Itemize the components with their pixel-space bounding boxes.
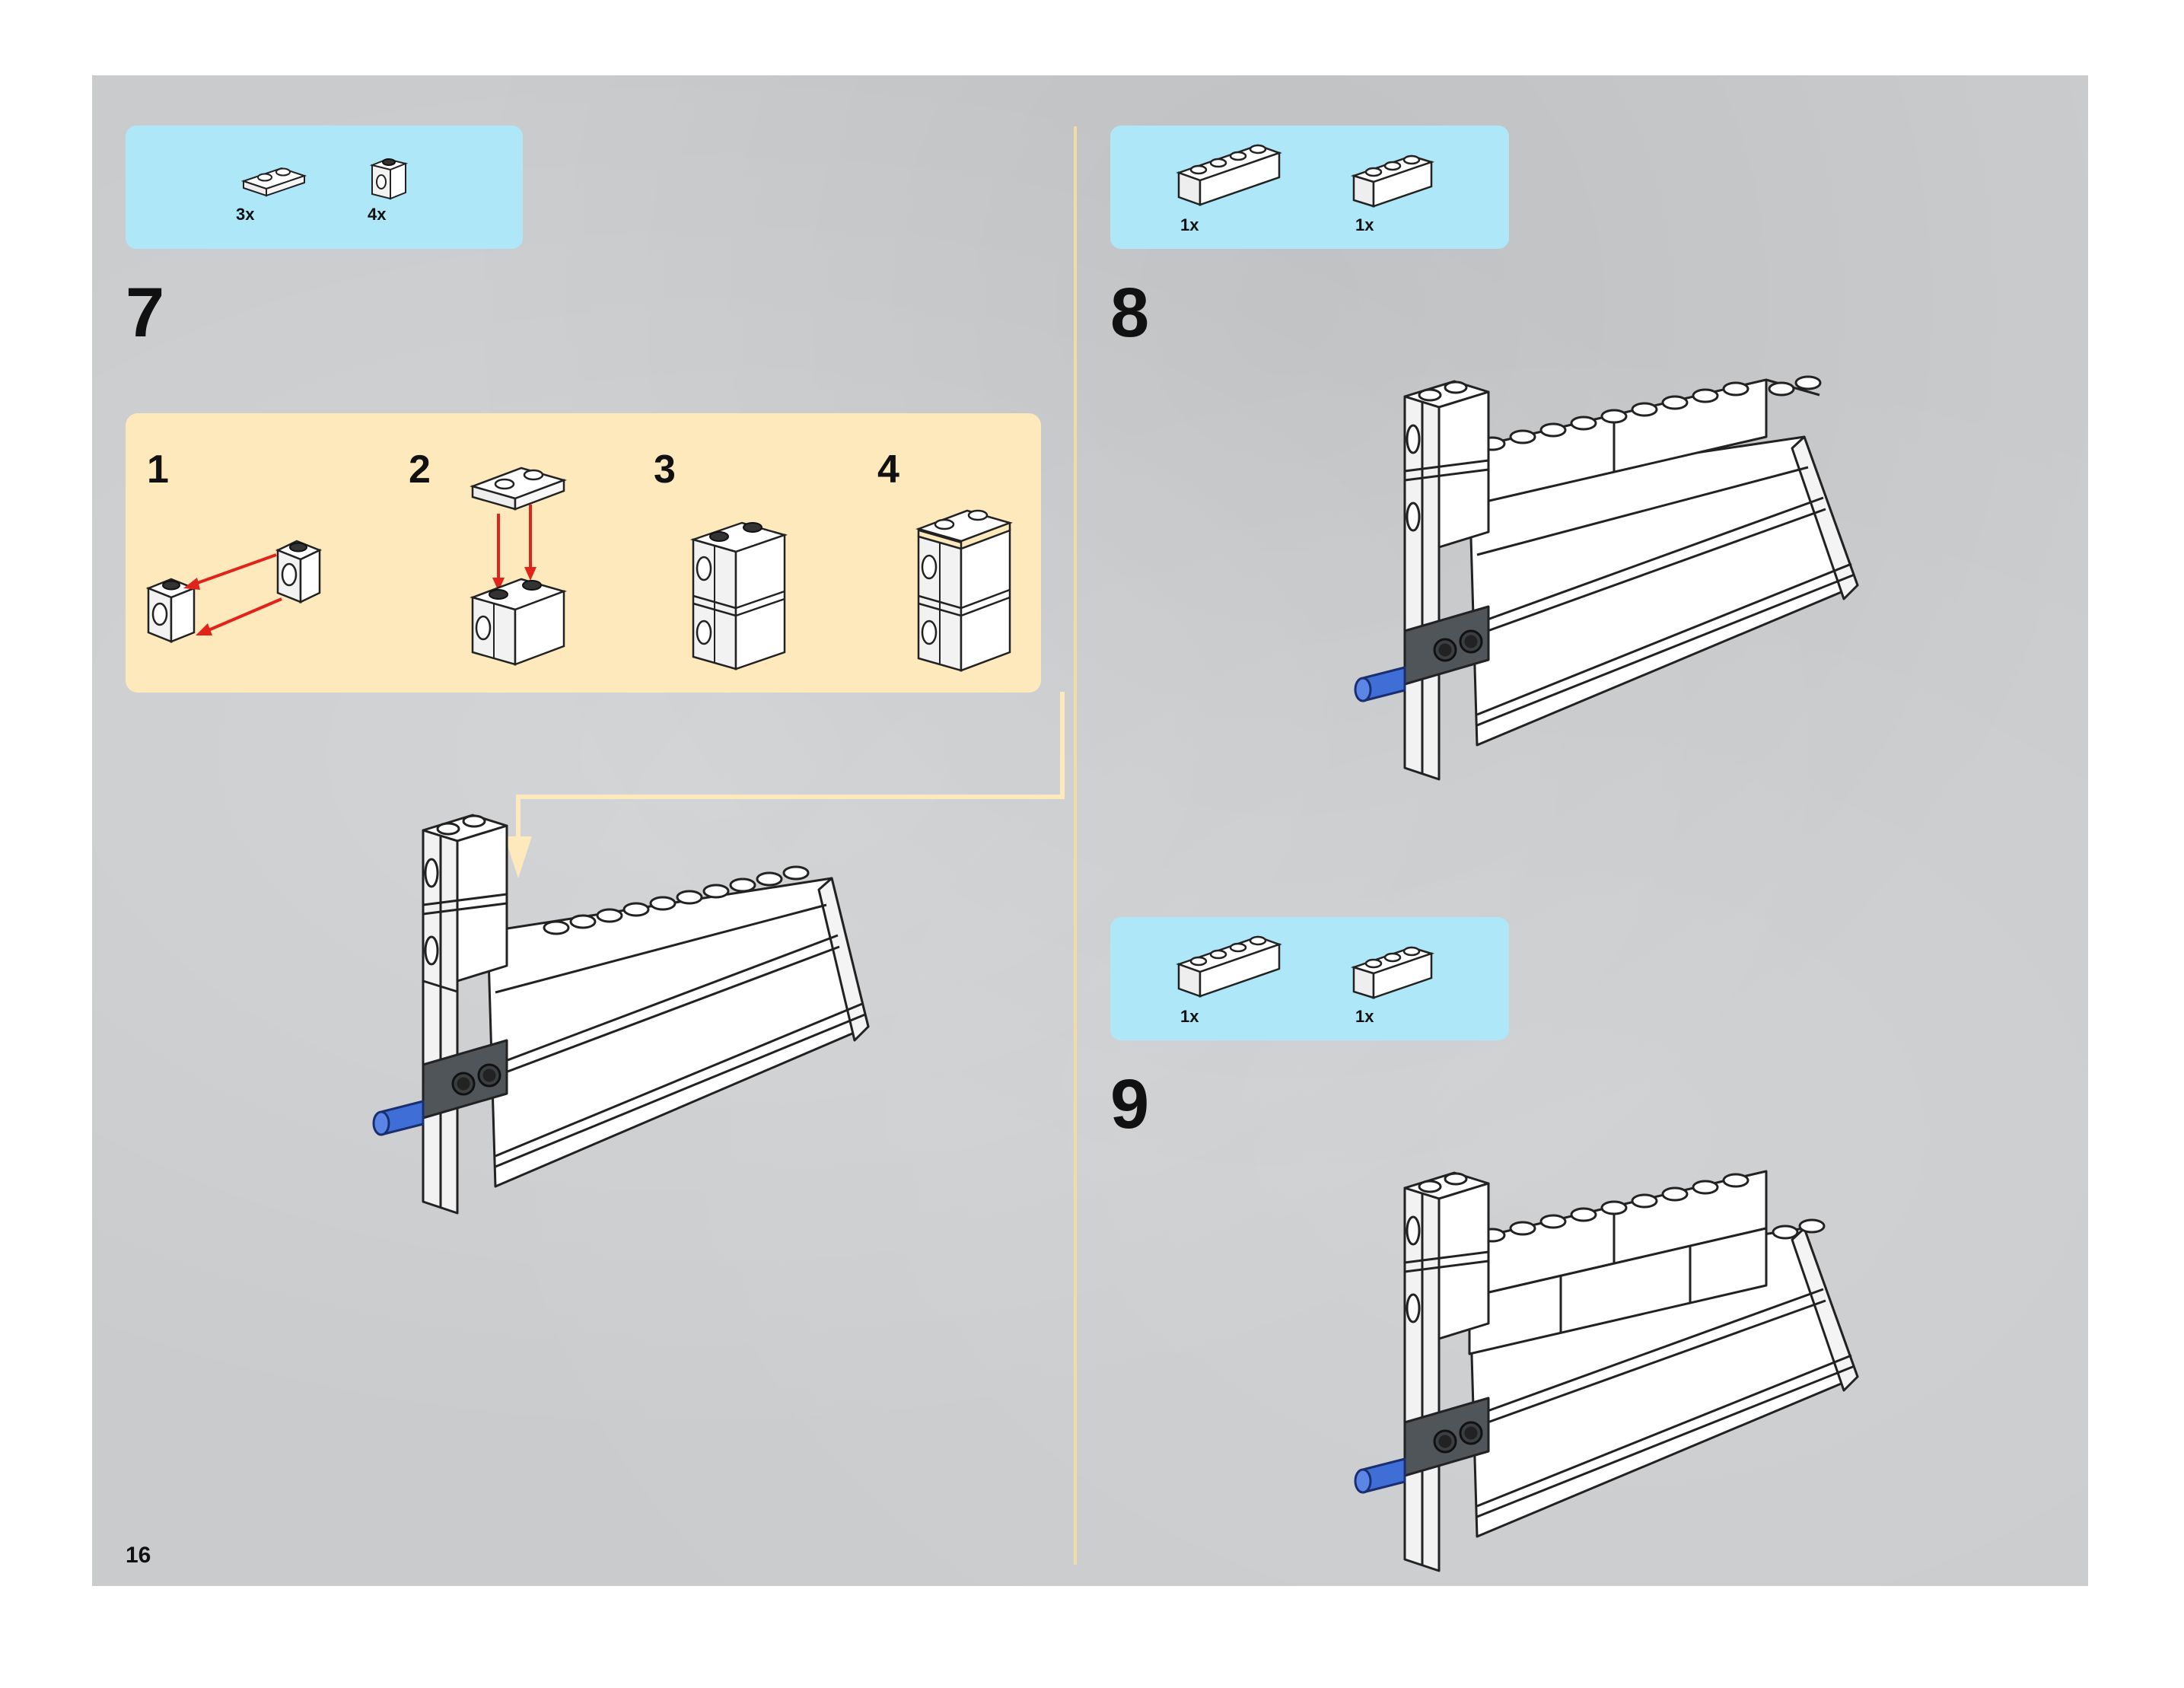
- substep-number: 4: [877, 447, 899, 492]
- plate-1x2-above: [470, 467, 567, 511]
- parts-callout-step7: 3x 4x: [126, 126, 523, 249]
- substep-box: 1 2 3 4: [126, 413, 1041, 693]
- blue-pin: [372, 1100, 425, 1136]
- step-number-8: 8: [1110, 274, 1150, 352]
- substep-number: 2: [409, 447, 431, 492]
- step-number-9: 9: [1110, 1065, 1150, 1143]
- part-qty: 1x: [1355, 1007, 1374, 1026]
- step-number-7: 7: [126, 274, 165, 352]
- brick-1x3-icon: [1350, 946, 1435, 999]
- part-qty: 4x: [368, 205, 387, 224]
- brick-1x4-icon: [1176, 935, 1282, 998]
- brick-with-hole-right: [275, 540, 323, 604]
- step7-assembly: [372, 814, 870, 1215]
- brick-with-hole-icon: [369, 158, 409, 200]
- substep4-illustration: [915, 509, 1013, 672]
- page-number: 16: [126, 1543, 151, 1568]
- substep3-illustration: [689, 521, 788, 670]
- substep-number: 1: [147, 447, 169, 492]
- substep-number: 3: [654, 447, 676, 492]
- part-qty: 1x: [1180, 215, 1199, 234]
- brick-with-hole-left: [145, 578, 197, 643]
- parts-callout-step9: 1x 1x: [1110, 917, 1509, 1040]
- parts-callout-step8: 1x 1x: [1110, 126, 1509, 249]
- substep1-illustration: [145, 540, 323, 643]
- part-qty: 1x: [1355, 215, 1374, 234]
- brick-1x3-icon: [1350, 154, 1435, 208]
- part-qty: 1x: [1180, 1007, 1199, 1026]
- instruction-page: 3x 4x 7 1 2 3 4: [92, 75, 2088, 1586]
- column-divider: [1074, 126, 1077, 1565]
- connector-arrow: [505, 692, 1065, 878]
- substep2-illustration: [470, 467, 567, 666]
- step8-assembly: [1354, 375, 1859, 781]
- brick-1x4-icon: [1176, 144, 1282, 206]
- bricks-with-holes-pair: [470, 578, 567, 666]
- step9-assembly: [1354, 1170, 1859, 1572]
- part-qty: 3x: [236, 205, 255, 224]
- plate-1x2-icon: [240, 167, 307, 197]
